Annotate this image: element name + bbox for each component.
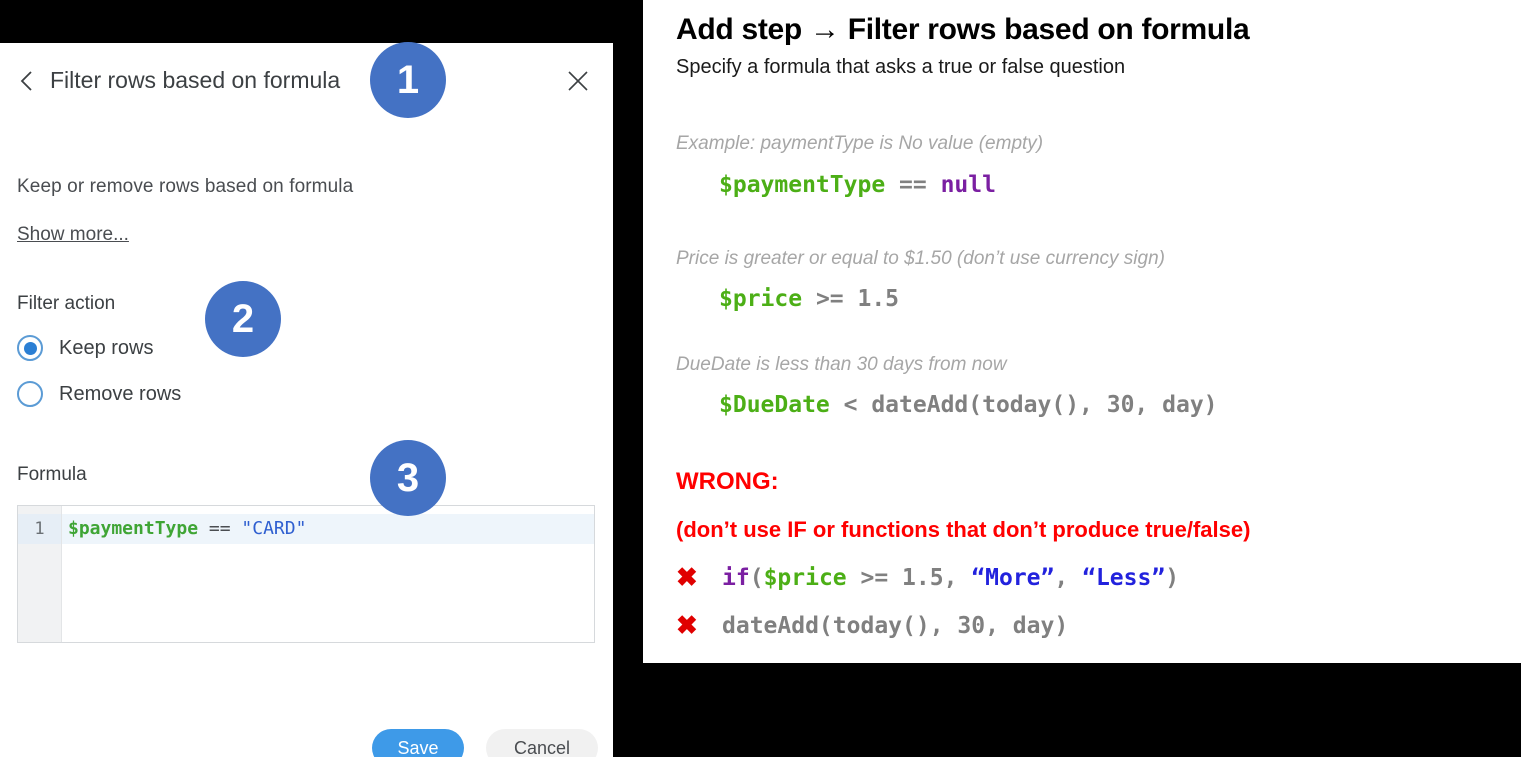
wrong-example-1: ✖ if($price >= 1.5, “More”, “Less”) bbox=[676, 562, 1179, 593]
code-token: if bbox=[722, 564, 750, 591]
code-token: dateAdd(today(), 30, day) bbox=[722, 612, 1069, 639]
code-token: $DueDate bbox=[719, 392, 830, 418]
filter-rows-dialog: Filter rows based on formula Keep or rem… bbox=[0, 43, 613, 757]
code-token: "CARD" bbox=[241, 518, 307, 539]
example-1-caption: Example: paymentType is No value (empty) bbox=[676, 133, 1044, 154]
editor-gutter: 1 bbox=[18, 506, 62, 642]
code-token: == bbox=[885, 172, 941, 198]
radio-remove-rows-indicator[interactable] bbox=[17, 381, 43, 407]
save-button[interactable]: Save bbox=[372, 729, 464, 757]
example-2-caption: Price is greater or equal to $1.50 (don’… bbox=[676, 248, 1165, 269]
help-title: Add step → Filter rows based on formula bbox=[676, 13, 1250, 46]
cancel-button[interactable]: Cancel bbox=[486, 729, 598, 757]
code-token: “More” bbox=[971, 564, 1055, 591]
formula-code-line[interactable]: $paymentType == "CARD" bbox=[62, 514, 594, 544]
code-token: == bbox=[198, 518, 242, 539]
dialog-subtitle: Keep or remove rows based on formula bbox=[17, 176, 354, 197]
dialog-header: Filter rows based on formula bbox=[0, 43, 613, 118]
callout-badge-3: 3 bbox=[370, 440, 446, 516]
code-token: >= bbox=[802, 286, 858, 312]
help-panel: Add step → Filter rows based on formula … bbox=[643, 0, 1521, 663]
show-more-link[interactable]: Show more... bbox=[17, 224, 129, 245]
code-token: ( bbox=[749, 564, 764, 591]
wrong-example-1-code: if($price >= 1.5, “More”, “Less”) bbox=[722, 565, 1179, 591]
code-token: < bbox=[829, 392, 872, 418]
code-token: >= bbox=[846, 564, 903, 591]
code-token: 1.5 bbox=[857, 286, 900, 312]
code-token: dateAdd(today(), 30, day) bbox=[871, 392, 1218, 418]
formula-label: Formula bbox=[17, 464, 87, 485]
code-token: , bbox=[1054, 564, 1083, 591]
dialog-title: Filter rows based on formula bbox=[50, 67, 341, 93]
radio-keep-rows[interactable]: Keep rows bbox=[17, 335, 154, 361]
radio-keep-rows-label: Keep rows bbox=[59, 336, 154, 359]
x-mark-icon: ✖ bbox=[676, 610, 698, 640]
x-mark-icon: ✖ bbox=[676, 562, 698, 592]
help-subtitle: Specify a formula that asks a true or fa… bbox=[676, 56, 1126, 78]
code-token: $paymentType bbox=[68, 518, 199, 539]
wrong-example-2-code: dateAdd(today(), 30, day) bbox=[722, 613, 1068, 639]
example-1-code: $paymentType == null bbox=[719, 172, 996, 198]
wrong-section-note: (don’t use IF or functions that don’t pr… bbox=[676, 517, 1251, 542]
example-2-code: $price >= 1.5 bbox=[719, 286, 899, 312]
radio-remove-rows-label: Remove rows bbox=[59, 382, 182, 405]
filter-action-label: Filter action bbox=[17, 293, 116, 314]
code-token: “Less” bbox=[1082, 564, 1166, 591]
code-token: ) bbox=[1165, 564, 1180, 591]
wrong-example-2: ✖ dateAdd(today(), 30, day) bbox=[676, 610, 1068, 641]
code-token: 1.5, bbox=[902, 564, 972, 591]
callout-badge-2: 2 bbox=[205, 281, 281, 357]
editor-code-area[interactable]: $paymentType == "CARD" bbox=[62, 506, 594, 642]
example-3-caption: DueDate is less than 30 days from now bbox=[676, 354, 1007, 375]
code-token: $price bbox=[763, 564, 847, 591]
close-icon[interactable] bbox=[565, 68, 591, 94]
wrong-section-title: WRONG: bbox=[676, 468, 779, 495]
chevron-left-icon[interactable] bbox=[16, 70, 38, 92]
callout-badge-1: 1 bbox=[370, 42, 446, 118]
code-token: $paymentType bbox=[719, 172, 886, 198]
radio-remove-rows[interactable]: Remove rows bbox=[17, 381, 181, 407]
line-number: 1 bbox=[18, 514, 61, 544]
radio-keep-rows-indicator[interactable] bbox=[17, 335, 43, 361]
example-3-code: $DueDate < dateAdd(today(), 30, day) bbox=[719, 392, 1218, 418]
formula-editor[interactable]: 1 $paymentType == "CARD" bbox=[17, 505, 595, 643]
code-token: $price bbox=[719, 286, 803, 312]
code-token: null bbox=[940, 172, 996, 198]
